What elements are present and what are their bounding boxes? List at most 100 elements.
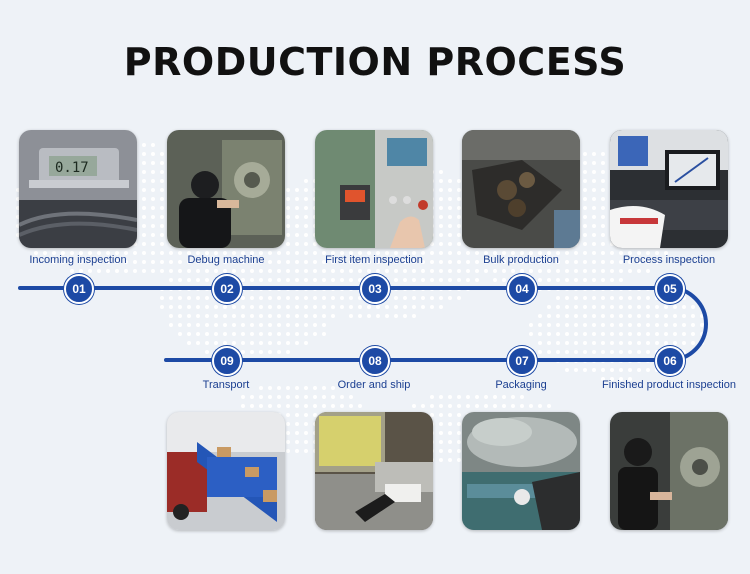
map-dot [493, 251, 497, 255]
map-dot [286, 341, 290, 345]
map-dot [448, 413, 452, 417]
map-dot [187, 314, 191, 318]
map-dot [412, 296, 416, 300]
map-dot [358, 260, 362, 264]
map-dot [169, 260, 173, 264]
map-dot [304, 386, 308, 390]
map-dot [286, 296, 290, 300]
map-dot [646, 296, 650, 300]
map-dot [484, 395, 488, 399]
map-dot [322, 404, 326, 408]
map-dot [628, 359, 632, 363]
map-dot [250, 404, 254, 408]
map-dot [331, 305, 335, 309]
map-dot [646, 323, 650, 327]
map-dot [367, 251, 371, 255]
map-dot [502, 278, 506, 282]
map-dot [160, 152, 164, 156]
map-dot [700, 332, 704, 336]
map-dot [412, 314, 416, 318]
map-dot [295, 296, 299, 300]
map-dot [160, 170, 164, 174]
map-dot [583, 287, 587, 291]
map-dot [439, 233, 443, 237]
map-dot [304, 449, 308, 453]
map-dot [331, 251, 335, 255]
map-dot [151, 152, 155, 156]
map-dot [574, 368, 578, 372]
map-dot [637, 314, 641, 318]
map-dot [295, 341, 299, 345]
map-dot [295, 233, 299, 237]
map-dot [646, 287, 650, 291]
map-dot [601, 287, 605, 291]
map-dot [619, 314, 623, 318]
map-dot [268, 386, 272, 390]
map-dot [457, 224, 461, 228]
map-dot [592, 197, 596, 201]
map-dot [88, 260, 92, 264]
map-dot [439, 242, 443, 246]
map-dot [124, 251, 128, 255]
map-dot [286, 332, 290, 336]
map-dot [241, 305, 245, 309]
badge-step-08: 08 [360, 346, 390, 376]
map-dot [403, 305, 407, 309]
map-dot [610, 278, 614, 282]
map-dot [340, 251, 344, 255]
map-dot [673, 314, 677, 318]
map-dot [583, 350, 587, 354]
map-dot [439, 188, 443, 192]
map-dot [619, 359, 623, 363]
map-dot [439, 422, 443, 426]
map-dot [286, 278, 290, 282]
map-dot [601, 341, 605, 345]
map-dot [493, 404, 497, 408]
map-dot [178, 296, 182, 300]
map-dot [250, 260, 254, 264]
map-dot [682, 314, 686, 318]
map-dot [682, 332, 686, 336]
map-dot [277, 404, 281, 408]
map-dot [295, 188, 299, 192]
map-dot [160, 224, 164, 228]
map-dot [367, 314, 371, 318]
map-dot [106, 269, 110, 273]
map-dot [250, 287, 254, 291]
map-dot [268, 269, 272, 273]
map-dot [223, 260, 227, 264]
map-dot [574, 323, 578, 327]
map-dot [637, 251, 641, 255]
map-dot [421, 404, 425, 408]
map-dot [700, 323, 704, 327]
map-dot [475, 404, 479, 408]
map-dot [277, 305, 281, 309]
map-dot [250, 269, 254, 273]
map-dot [556, 269, 560, 273]
map-dot [601, 242, 605, 246]
map-dot [277, 314, 281, 318]
map-dot [340, 305, 344, 309]
map-dot [250, 323, 254, 327]
map-dot [295, 422, 299, 426]
map-dot [196, 251, 200, 255]
map-dot [142, 161, 146, 165]
map-dot [322, 314, 326, 318]
map-dot [592, 332, 596, 336]
map-dot [691, 314, 695, 318]
map-dot [421, 278, 425, 282]
map-dot [205, 332, 209, 336]
map-dot [610, 341, 614, 345]
map-dot [340, 278, 344, 282]
map-dot [313, 296, 317, 300]
map-dot [385, 305, 389, 309]
map-dot [646, 368, 650, 372]
map-dot [610, 305, 614, 309]
map-dot [655, 251, 659, 255]
map-dot [439, 251, 443, 255]
map-dot [502, 269, 506, 273]
map-dot [160, 251, 164, 255]
map-dot [592, 287, 596, 291]
map-dot [511, 395, 515, 399]
map-dot [232, 260, 236, 264]
